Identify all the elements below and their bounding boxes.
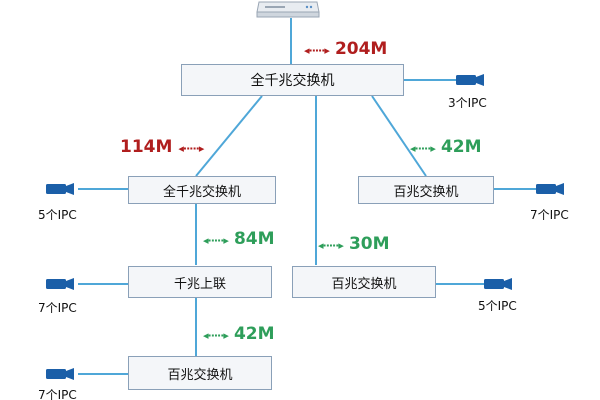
line-core-right: [371, 95, 427, 177]
right-top-switch: 百兆交换机: [358, 176, 494, 204]
bidirectional-arrow-icon: ◂·····▸: [318, 239, 344, 252]
left-top-switch-label: 全千兆交换机: [162, 184, 241, 200]
bandwidth-right-value: 42M: [440, 137, 482, 157]
bidirectional-arrow-icon: ◂·····▸: [203, 234, 229, 247]
camera-count-core: 3个IPC: [448, 96, 487, 110]
camera-icon: [536, 183, 564, 195]
camera-icon: [46, 368, 74, 380]
bandwidth-left-down: ◂·····▸ 84M: [203, 229, 275, 249]
bandwidth-bottom-value: 42M: [233, 324, 275, 344]
right-top-switch-label: 百兆交换机: [393, 184, 459, 200]
bottom-switch: 百兆交换机: [128, 356, 272, 390]
bandwidth-center-value: 30M: [348, 234, 390, 254]
gigabit-uplink-label: 千兆上联: [173, 276, 226, 292]
nvr-server-icon: [256, 1, 320, 18]
camera-count-left-top: 5个IPC: [38, 208, 77, 222]
left-top-switch: 全千兆交换机: [128, 176, 276, 204]
bandwidth-server: ◂·····▸ 204M: [304, 39, 387, 59]
bandwidth-center: ◂·····▸ 30M: [318, 234, 390, 254]
camera-icon: [46, 278, 74, 290]
mid-right-switch-label: 百兆交换机: [331, 276, 397, 292]
bidirectional-arrow-icon: ◂·····▸: [178, 142, 204, 155]
bandwidth-left: 114M ◂·····▸: [120, 137, 204, 157]
bidirectional-arrow-icon: ◂·····▸: [410, 142, 436, 155]
bandwidth-server-value: 204M: [334, 39, 388, 59]
bidirectional-arrow-icon: ◂·····▸: [203, 329, 229, 342]
core-switch-label: 全千兆交换机: [250, 73, 335, 89]
mid-right-switch: 百兆交换机: [292, 266, 436, 298]
camera-icon: [456, 74, 484, 86]
bottom-switch-label: 百兆交换机: [167, 367, 233, 383]
bidirectional-arrow-icon: ◂·····▸: [304, 44, 330, 57]
bandwidth-left-down-value: 84M: [233, 229, 275, 249]
bandwidth-right: ◂·····▸ 42M: [410, 137, 482, 157]
camera-count-bottom: 7个IPC: [38, 388, 77, 400]
bandwidth-bottom: ◂·····▸ 42M: [203, 324, 275, 344]
core-switch: 全千兆交换机: [181, 64, 404, 96]
gigabit-uplink-switch: 千兆上联: [128, 266, 272, 298]
line-core-left: [195, 95, 263, 177]
camera-icon: [484, 278, 512, 290]
camera-icon: [46, 183, 74, 195]
camera-count-right-top: 7个IPC: [530, 208, 569, 222]
camera-count-uplink: 7个IPC: [38, 301, 77, 315]
camera-count-mid-right: 5个IPC: [478, 299, 517, 313]
bandwidth-left-value: 114M: [120, 137, 173, 157]
